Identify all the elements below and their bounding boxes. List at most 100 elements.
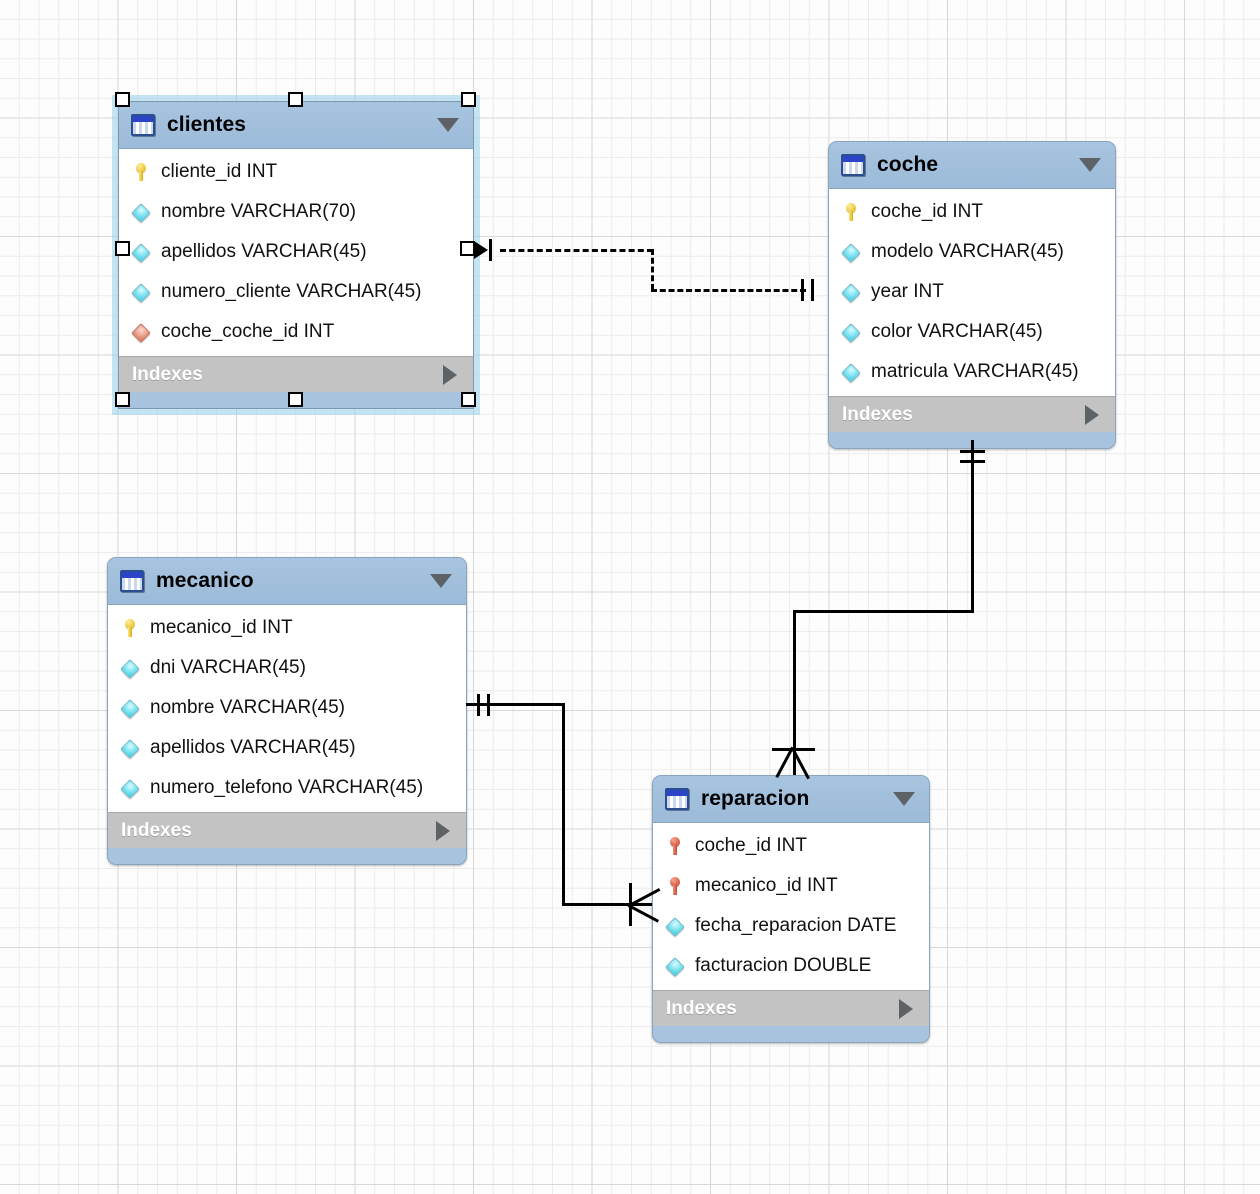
column-label: numero_cliente VARCHAR(45) <box>161 281 422 302</box>
column-icon <box>132 242 150 262</box>
connector-segment <box>651 249 654 290</box>
column-label: year INT <box>871 281 944 302</box>
table-footer <box>653 1026 929 1042</box>
chevron-right-icon[interactable] <box>436 820 450 841</box>
table-row[interactable]: coche_id INT <box>829 192 1115 232</box>
table-row[interactable]: dni VARCHAR(45) <box>108 648 466 688</box>
resize-handle-bottom-left[interactable] <box>115 392 130 407</box>
column-icon <box>666 956 684 976</box>
chevron-right-icon[interactable] <box>1085 404 1099 425</box>
table-title: clientes <box>167 113 247 136</box>
indexes-label: Indexes <box>132 363 203 385</box>
column-label: nombre VARCHAR(70) <box>161 201 356 222</box>
chevron-down-icon[interactable] <box>893 792 915 806</box>
chevron-right-icon[interactable] <box>899 998 913 1019</box>
table-row[interactable]: year INT <box>829 272 1115 312</box>
table-columns-mecanico: mecanico_id INT dni VARCHAR(45) nombre V… <box>108 605 466 812</box>
column-label: modelo VARCHAR(45) <box>871 241 1064 262</box>
column-icon <box>666 916 684 936</box>
column-label: coche_id INT <box>871 201 983 222</box>
table-header-reparacion[interactable]: reparacion <box>653 776 929 823</box>
table-title: mecanico <box>156 569 254 592</box>
table-row[interactable]: color VARCHAR(45) <box>829 312 1115 352</box>
primary-foreign-key-icon <box>666 876 684 896</box>
primary-key-icon <box>132 162 150 182</box>
indexes-section-reparacion[interactable]: Indexes <box>653 990 929 1026</box>
cardinality-one-marker <box>489 239 492 261</box>
cardinality-one-marker <box>487 694 490 716</box>
resize-handle-top-right[interactable] <box>461 92 476 107</box>
column-label: mecanico_id INT <box>695 875 838 896</box>
table-row[interactable]: numero_cliente VARCHAR(45) <box>119 272 473 312</box>
connector-segment <box>500 249 653 252</box>
table-icon <box>841 154 865 176</box>
column-label: color VARCHAR(45) <box>871 321 1043 342</box>
connector-segment <box>466 703 565 706</box>
table-row[interactable]: numero_telefono VARCHAR(45) <box>108 768 466 808</box>
table-row[interactable]: nombre VARCHAR(45) <box>108 688 466 728</box>
table-row[interactable]: coche_id INT <box>653 826 929 866</box>
column-icon <box>121 658 139 678</box>
resize-handle-top-left[interactable] <box>115 92 130 107</box>
column-icon <box>132 202 150 222</box>
column-icon <box>842 362 860 382</box>
table-node-clientes[interactable]: clientes cliente_id INT nombre VARCHAR(7… <box>118 101 474 409</box>
table-header-clientes[interactable]: clientes <box>119 102 473 149</box>
table-icon <box>120 570 144 592</box>
indexes-label: Indexes <box>842 403 913 425</box>
table-icon <box>665 788 689 810</box>
table-node-reparacion[interactable]: reparacion coche_id INT mecanico_id INT … <box>652 775 930 1043</box>
indexes-section-mecanico[interactable]: Indexes <box>108 812 466 848</box>
column-label: matricula VARCHAR(45) <box>871 361 1079 382</box>
resize-handle-middle-left[interactable] <box>115 241 130 256</box>
resize-handle-bottom-center[interactable] <box>288 392 303 407</box>
foreign-key-icon <box>132 322 150 342</box>
column-label: fecha_reparacion DATE <box>695 915 897 936</box>
table-row[interactable]: modelo VARCHAR(45) <box>829 232 1115 272</box>
chevron-down-icon[interactable] <box>437 118 459 132</box>
table-row[interactable]: facturacion DOUBLE <box>653 946 929 986</box>
table-row[interactable]: mecanico_id INT <box>108 608 466 648</box>
table-icon <box>131 114 155 136</box>
column-label: cliente_id INT <box>161 161 278 182</box>
table-row[interactable]: mecanico_id INT <box>653 866 929 906</box>
table-header-coche[interactable]: coche <box>829 142 1115 189</box>
column-icon <box>132 282 150 302</box>
cardinality-one-marker <box>811 279 814 301</box>
connector-segment <box>562 903 652 906</box>
chevron-down-icon[interactable] <box>1079 158 1101 172</box>
resize-handle-bottom-right[interactable] <box>461 392 476 407</box>
chevron-right-icon[interactable] <box>443 364 457 385</box>
column-icon <box>121 738 139 758</box>
indexes-section-clientes[interactable]: Indexes <box>119 356 473 392</box>
column-label: dni VARCHAR(45) <box>150 657 306 678</box>
table-row[interactable]: apellidos VARCHAR(45) <box>108 728 466 768</box>
table-columns-coche: coche_id INT modelo VARCHAR(45) year INT… <box>829 189 1115 396</box>
table-row[interactable]: matricula VARCHAR(45) <box>829 352 1115 392</box>
relationship-endpoint-handle[interactable] <box>460 241 475 256</box>
column-icon <box>121 778 139 798</box>
column-icon <box>842 242 860 262</box>
table-header-mecanico[interactable]: mecanico <box>108 558 466 605</box>
table-title: reparacion <box>701 787 810 810</box>
cardinality-one-marker <box>960 460 985 463</box>
table-node-coche[interactable]: coche coche_id INT modelo VARCHAR(45) ye… <box>828 141 1116 449</box>
primary-key-icon <box>121 618 139 638</box>
primary-foreign-key-icon <box>666 836 684 856</box>
column-label: apellidos VARCHAR(45) <box>161 241 367 262</box>
table-row[interactable]: cliente_id INT <box>119 152 473 192</box>
indexes-section-coche[interactable]: Indexes <box>829 396 1115 432</box>
column-label: numero_telefono VARCHAR(45) <box>150 777 424 798</box>
table-columns-clientes: cliente_id INT nombre VARCHAR(70) apelli… <box>119 149 473 356</box>
table-node-mecanico[interactable]: mecanico mecanico_id INT dni VARCHAR(45)… <box>107 557 467 865</box>
table-row[interactable]: coche_coche_id INT <box>119 312 473 352</box>
column-label: nombre VARCHAR(45) <box>150 697 345 718</box>
table-row[interactable]: fecha_reparacion DATE <box>653 906 929 946</box>
connector-segment <box>971 440 974 613</box>
table-row[interactable]: nombre VARCHAR(70) <box>119 192 473 232</box>
column-label: facturacion DOUBLE <box>695 955 872 976</box>
resize-handle-top-center[interactable] <box>288 92 303 107</box>
chevron-down-icon[interactable] <box>430 574 452 588</box>
table-row[interactable]: apellidos VARCHAR(45) <box>119 232 473 272</box>
